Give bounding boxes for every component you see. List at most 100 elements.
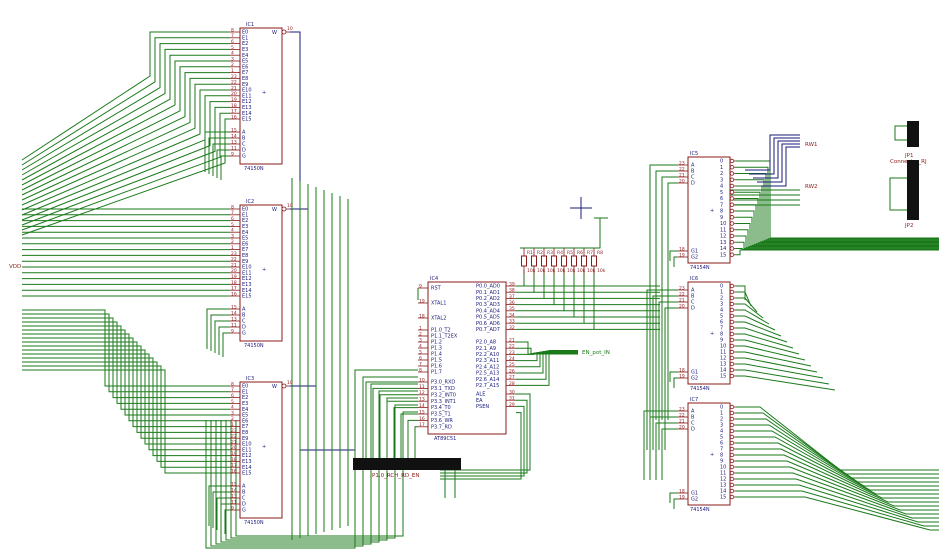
decoder-out-bubble <box>281 383 287 389</box>
demux-pin-label: A <box>691 409 695 415</box>
mcu-pin-num: 37 <box>509 294 515 300</box>
mcu-pin-label: P2.3_A11 <box>476 358 499 364</box>
demux-out-wire <box>736 249 939 256</box>
ic1-input-wire <box>21 37 230 166</box>
mcu-pin-num: 4 <box>419 343 422 349</box>
mcu-pin-num: 34 <box>509 312 515 318</box>
demux-pin-label: D <box>691 427 695 433</box>
decoder-sel-label: A <box>242 130 246 136</box>
p3-wire <box>372 387 418 460</box>
demux-input-wire <box>658 301 678 450</box>
decoder-pin-label: E3 <box>242 401 248 407</box>
mcu-pin-label: P0.6_AD6 <box>476 321 500 327</box>
mcu-p1-wire <box>230 404 418 539</box>
ic1-input-wire <box>21 72 230 196</box>
demux-out-label: 13 <box>720 240 726 246</box>
mcu-ref: IC4 <box>430 276 438 282</box>
mcu-pin-num: 30 <box>509 389 515 395</box>
resistor-body <box>561 255 567 267</box>
demux-pin-label: D <box>691 306 695 312</box>
demux-pin-num: 21 <box>679 172 685 178</box>
mcu-pin-num: 7 <box>419 361 422 367</box>
ic1-input-wire <box>21 60 230 186</box>
demux-out-wire <box>736 216 939 246</box>
demux-out-label: 4 <box>720 308 723 314</box>
decoder-pin-label: E5 <box>242 59 248 65</box>
demux-out-label: 4 <box>720 429 723 435</box>
demux-out-bubble <box>729 233 735 239</box>
decoder-part: 74150N <box>244 520 264 526</box>
demux-pin-num: 21 <box>679 418 685 424</box>
demux-out-label: 12 <box>720 356 726 362</box>
demux-out-wire <box>736 248 939 250</box>
decoder-pin-num: 2 <box>231 239 234 245</box>
p3-wire <box>379 394 418 460</box>
rw1-wire <box>753 140 800 179</box>
decoder-pin-label: E11 <box>242 270 252 276</box>
ic3-input-wire <box>22 313 230 393</box>
mcu-pin-label: P2.0_A8 <box>476 340 496 346</box>
decoder-ref: IC1 <box>246 22 254 28</box>
mcu-pin-label: P3.4_T0 <box>431 405 451 411</box>
demux-out-wire <box>736 166 939 240</box>
decoder-pin-label: E2 <box>242 218 248 224</box>
mcu-pin-label: XTAL2 <box>431 316 446 322</box>
net-label-bus: P1.0_RCH_RD_EN <box>372 473 419 479</box>
demux-input-wire <box>664 307 678 450</box>
demux-g-num: 18 <box>679 367 685 373</box>
p3-wire <box>407 419 418 460</box>
decoder-pin-num: 8 <box>231 381 234 387</box>
demux-pin-label: B <box>691 294 695 300</box>
decoder-pin-num: 16 <box>231 291 237 297</box>
decoder-pin-label: E10 <box>242 265 252 271</box>
decoder-pin-label: E7 <box>242 424 248 430</box>
decoder-pin-label: E11 <box>242 447 252 453</box>
mcu-pin-label: P0.5_AD5 <box>476 315 500 321</box>
demux-out-wire <box>736 191 939 243</box>
decoder-sel-label: B <box>242 313 246 319</box>
decoder-out-num: 10 <box>287 380 293 386</box>
decoder-pin-num: 7 <box>231 210 234 216</box>
resistor-ref: R6 <box>577 250 583 256</box>
demux-out-wire <box>736 327 788 343</box>
demux-out-wire <box>736 297 758 313</box>
demux-out-label: 14 <box>720 246 726 252</box>
net-label-rw1: RW1 <box>805 142 818 148</box>
decoder-select-wire <box>222 332 230 357</box>
decoder-pin-label: E6 <box>242 418 248 424</box>
decoder-sel-num: 13 <box>231 316 237 322</box>
net-label-rw2: RW2 <box>805 184 818 190</box>
ic1-input-wire <box>21 118 230 236</box>
decoder-pin-num: 8 <box>231 27 234 33</box>
demux-out-label: 1 <box>720 290 723 296</box>
decoder-pin-num: 2 <box>231 62 234 68</box>
demux-out-wire <box>736 241 939 249</box>
demux-out-label: 5 <box>720 435 723 441</box>
demux-g-wire <box>673 256 678 267</box>
demux-input-wire <box>643 410 678 480</box>
mcu-pin-num: 35 <box>509 306 515 312</box>
demux-out-label: 8 <box>720 209 723 215</box>
resistor-value: 10k <box>597 268 606 274</box>
resistor-ref: R4 <box>557 250 563 256</box>
decoder-pin-label: E1 <box>242 35 248 41</box>
demux-out-wire <box>736 454 939 503</box>
mcu-pin-num: 22 <box>509 344 515 350</box>
resistor-value: 10k <box>537 268 546 274</box>
p0-wire <box>516 270 525 287</box>
p2-wire <box>516 350 578 380</box>
demux-g-wire <box>669 371 678 382</box>
decoder-pin-label: E14 <box>242 465 252 471</box>
decoder-ref: IC2 <box>246 199 254 205</box>
demux-g-wire <box>669 492 678 503</box>
decoder-select-wire <box>218 326 230 355</box>
mcu-pin-label: P3.3_INT1 <box>431 399 456 405</box>
demux-pin-num: 23 <box>679 160 685 166</box>
demux-input-wire <box>661 428 678 480</box>
demux-input-wire <box>661 176 678 420</box>
decoder-sel-num: 11 <box>231 499 237 505</box>
